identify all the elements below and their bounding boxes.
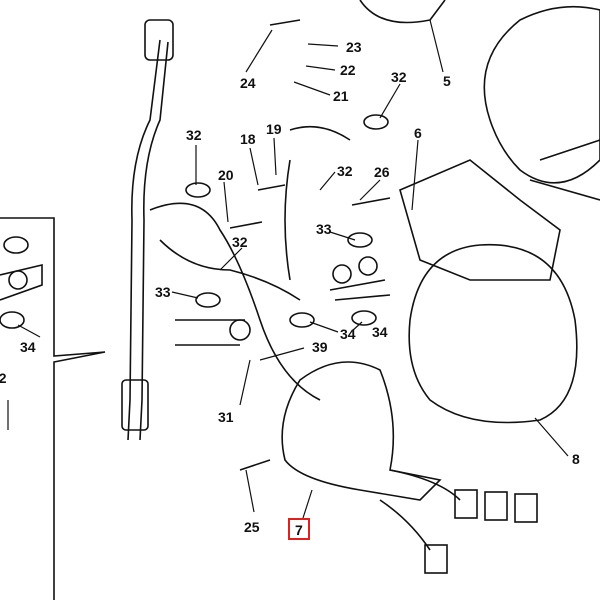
callout-8: 8 (572, 451, 580, 467)
bulb (351, 310, 377, 326)
wire-harness (149, 125, 351, 401)
meter-bracket (529, 139, 600, 201)
callout-23: 23 (346, 39, 362, 55)
callout-34: 34 (20, 339, 36, 355)
cable-fitting (121, 379, 149, 431)
connector (424, 544, 448, 574)
wire-harness (159, 239, 301, 301)
callout-19: 19 (266, 121, 282, 137)
bulb (3, 236, 29, 254)
callout-33: 33 (155, 284, 171, 300)
meter-housing-8 (408, 243, 578, 424)
callout-24: 24 (240, 75, 256, 91)
socket (332, 264, 352, 284)
callout-31: 31 (218, 409, 234, 425)
highlight-box[interactable] (288, 518, 310, 540)
inset-frame (0, 217, 106, 600)
callout-25: 25 (244, 519, 260, 535)
socket (8, 270, 28, 290)
callout-32: 32 (232, 234, 248, 250)
bulb (0, 311, 25, 329)
bulb (347, 232, 373, 248)
callout-20: 20 (218, 167, 234, 183)
callout-33: 33 (316, 221, 332, 237)
cable-fitting (144, 19, 174, 61)
bulb (195, 292, 221, 308)
callout-34: 34 (372, 324, 388, 340)
callout-22: 22 (340, 62, 356, 78)
callout-32: 32 (391, 69, 407, 85)
callout-6: 6 (414, 125, 422, 141)
bulb (185, 182, 211, 198)
socket (358, 256, 378, 276)
callout-5: 5 (443, 73, 451, 89)
callout-32: 32 (186, 127, 202, 143)
callout-32: 32 (337, 163, 353, 179)
connector (454, 489, 478, 519)
callout-39: 39 (312, 339, 328, 355)
screw (229, 19, 391, 471)
bulb (289, 312, 315, 328)
callout-34: 34 (340, 326, 356, 342)
meter-cup (483, 5, 600, 184)
callout-32: 32 (0, 370, 7, 386)
cable (127, 39, 161, 441)
housing-bracket-6 (399, 159, 561, 281)
leader-lines (7, 19, 569, 519)
callout-18: 18 (240, 131, 256, 147)
connector (514, 493, 538, 523)
meter-housing (359, 0, 446, 24)
callout-7[interactable]: 7 (295, 522, 303, 538)
cable (139, 41, 169, 441)
meter-cover-7 (281, 361, 442, 501)
wire-harness (379, 469, 461, 551)
bracket (0, 263, 43, 301)
callout-26: 26 (374, 164, 390, 180)
bulb (363, 114, 389, 130)
callout-21: 21 (333, 88, 349, 104)
connector (484, 491, 508, 521)
bracket (175, 279, 391, 346)
socket (229, 319, 251, 341)
